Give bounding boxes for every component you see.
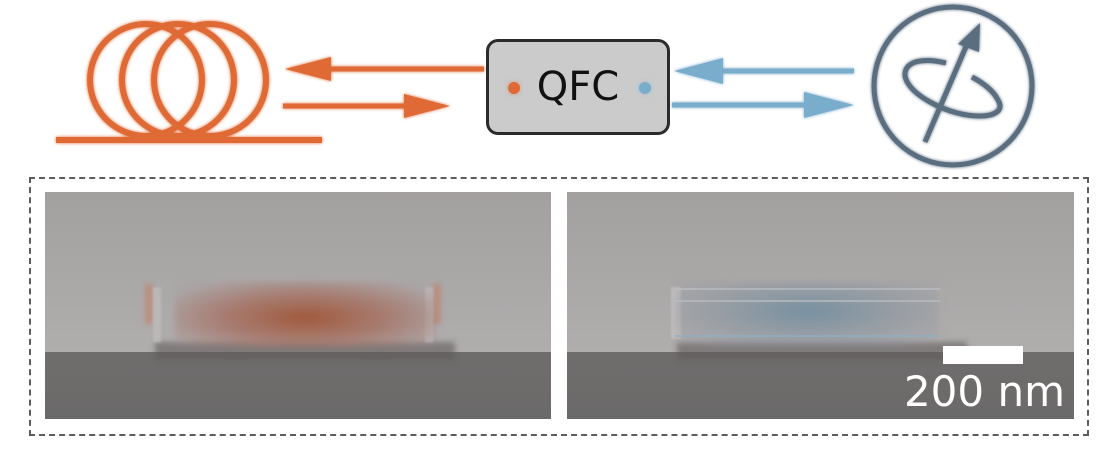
blue-arrow-to-qubit-icon — [672, 92, 854, 118]
qubit-bloch-sphere-icon — [871, 4, 1035, 168]
qfc-converter-box: QFC — [486, 39, 670, 135]
ridge-wall-right — [937, 287, 943, 339]
side-glow-right — [433, 284, 441, 324]
orange-mode-profile — [175, 282, 435, 347]
ridge-wall-left — [153, 287, 161, 342]
qfc-label: QFC — [536, 64, 620, 110]
layer-band — [675, 300, 940, 302]
blue-mode-profile — [675, 282, 940, 347]
blue-port-dot — [639, 82, 651, 94]
sem-image-orange-mode — [45, 192, 551, 419]
scale-bar — [943, 346, 1023, 364]
blue-arrow-to-qfc-icon — [674, 58, 854, 84]
layer-band — [675, 288, 940, 290]
layer-band — [675, 335, 940, 337]
scale-bar-label: 200 nm — [903, 367, 1065, 416]
schematic-layer — [56, 4, 1035, 168]
orange-arrow-to-qfc-icon — [283, 94, 450, 118]
side-glow-left — [145, 284, 153, 324]
sem-image-blue-mode — [567, 192, 1074, 419]
fiber-spool-icon — [56, 21, 322, 143]
orange-port-dot — [508, 82, 520, 94]
micrograph-frame — [29, 177, 1089, 436]
sem-substrate — [45, 352, 551, 419]
orange-arrow-to-fiber-icon — [285, 57, 484, 81]
